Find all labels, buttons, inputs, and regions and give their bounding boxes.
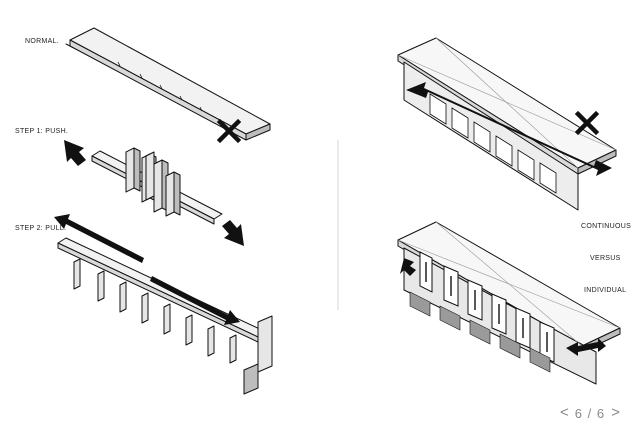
- current-slide-number: 6: [574, 405, 583, 421]
- pull-arrow-right: [150, 276, 240, 325]
- individual-updown-arrows: [425, 262, 548, 352]
- label-continuous: CONTINUOUS: [581, 223, 632, 230]
- label-versus: VERSUS: [590, 255, 621, 262]
- slide-separator: /: [587, 405, 593, 421]
- label-normal: NORMAL.: [25, 38, 59, 45]
- pagination: < 6 / 6 >: [560, 404, 632, 422]
- pull-arrow-left: [54, 214, 144, 263]
- individual-arrow-left: [400, 258, 416, 276]
- pull-end-block: [257, 315, 273, 373]
- individual-arrow-right: [566, 338, 606, 356]
- prev-slide-button[interactable]: <: [560, 404, 569, 421]
- next-slide-button[interactable]: >: [611, 404, 620, 421]
- normal-x-mark: [216, 118, 242, 144]
- push-arrow-right: [222, 220, 244, 246]
- total-slides-number: 6: [596, 405, 606, 421]
- label-individual: INDIVIDUAL: [584, 287, 627, 294]
- continuous-x-mark: [574, 110, 600, 136]
- label-step1-push: STEP 1: PUSH.: [15, 128, 69, 135]
- label-step2-pull: STEP 2: PULL.: [15, 225, 67, 232]
- normal-bar-end: [245, 123, 271, 141]
- push-arrow-left: [64, 140, 86, 166]
- slide-counter: 6 / 6: [575, 406, 605, 421]
- continuous-arrow: [406, 82, 612, 176]
